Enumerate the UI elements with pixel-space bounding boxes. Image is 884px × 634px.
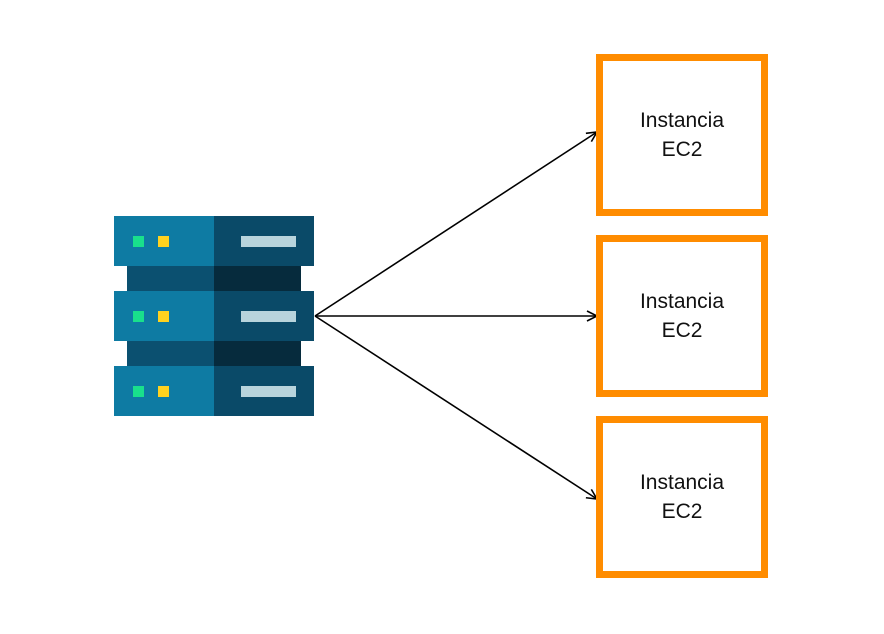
server-connector [127,266,214,291]
drive-slot [241,311,296,322]
ec2-instance-label: Instancia EC2 [639,471,725,523]
ec2-instance-box: Instancia EC2 [596,54,768,216]
server-rack-icon [114,216,314,416]
drive-slot [241,236,296,247]
server-unit [114,216,314,266]
led-green-icon [133,311,144,322]
ec2-instance-label: Instancia EC2 [639,109,725,161]
ec2-instance-label: Instancia EC2 [639,290,725,342]
led-green-icon [133,386,144,397]
ec2-instance-box: Instancia EC2 [596,235,768,397]
arrow-to-instance-3 [314,315,597,499]
server-connector [127,341,214,366]
drive-slot [241,386,296,397]
led-yellow-icon [158,236,169,247]
led-green-icon [133,236,144,247]
server-connector [214,266,301,291]
server-unit [114,291,314,341]
server-connector [214,341,301,366]
arrow-to-instance-1 [314,132,597,317]
led-yellow-icon [158,386,169,397]
ec2-instance-box: Instancia EC2 [596,416,768,578]
led-yellow-icon [158,311,169,322]
server-unit [114,366,314,416]
